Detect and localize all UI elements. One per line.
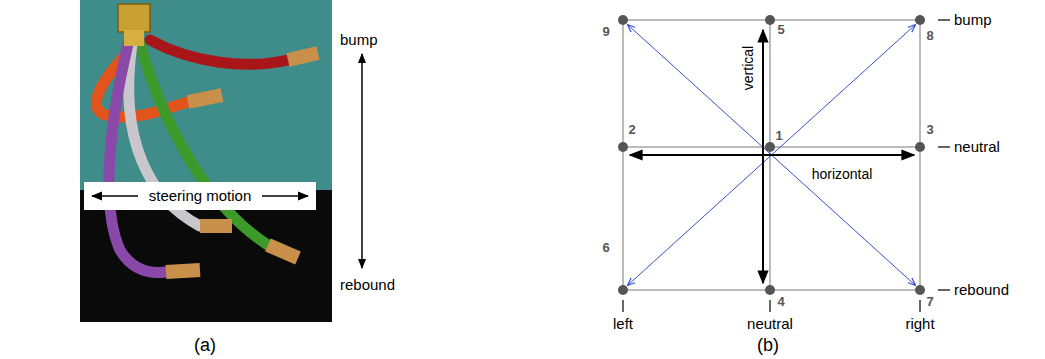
point-number: 5 bbox=[777, 23, 784, 38]
axis-label: right bbox=[905, 315, 934, 332]
tick-marks bbox=[623, 20, 950, 312]
diagonal-arrow bbox=[628, 25, 915, 285]
grid-points bbox=[618, 15, 925, 295]
steering-band bbox=[84, 182, 316, 210]
cable-photo bbox=[80, 0, 332, 322]
point-number: 8 bbox=[926, 29, 933, 44]
arrow-label: horizontal bbox=[810, 166, 875, 182]
axis-label: bump bbox=[954, 11, 992, 28]
point-number: 1 bbox=[775, 129, 782, 144]
axis-label: left bbox=[613, 315, 633, 332]
arrow-label: vertical bbox=[740, 46, 756, 90]
point-number: 2 bbox=[628, 123, 635, 138]
axis-label: rebound bbox=[340, 276, 395, 293]
point-number: 4 bbox=[777, 295, 784, 310]
panel-caption: (b) bbox=[757, 335, 779, 356]
axis-label: rebound bbox=[954, 281, 1009, 298]
axis-label: bump bbox=[340, 31, 378, 48]
axis-label: neutral bbox=[954, 138, 1000, 155]
point-number: 6 bbox=[602, 241, 609, 256]
point-number: 9 bbox=[602, 25, 609, 40]
diagonal-arrow bbox=[628, 25, 915, 285]
horizontal-arrow bbox=[630, 154, 914, 156]
point-number: 7 bbox=[926, 295, 933, 310]
bump-rebound-arrow bbox=[361, 54, 363, 268]
vertical-arrow bbox=[762, 30, 764, 283]
motion-label: steering motion bbox=[149, 187, 252, 204]
axis-label: neutral bbox=[747, 315, 793, 332]
point-number: 3 bbox=[926, 123, 933, 138]
panel-caption: (a) bbox=[194, 335, 216, 356]
grid bbox=[623, 20, 920, 290]
